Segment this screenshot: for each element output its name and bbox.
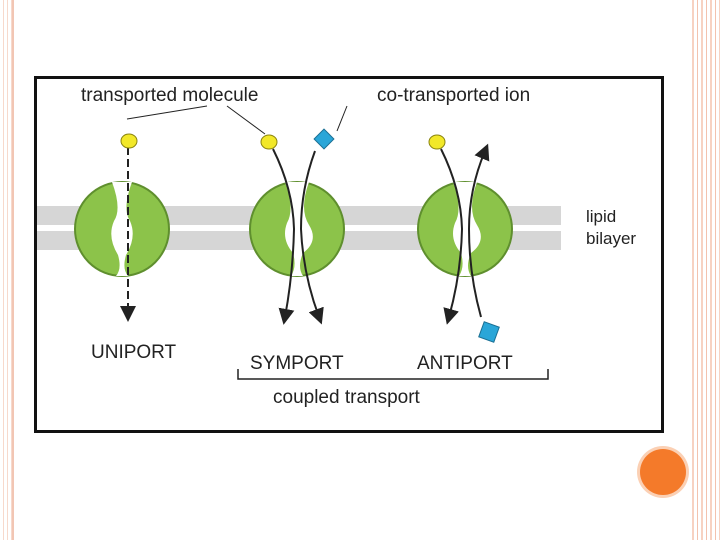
slide-left-border bbox=[0, 0, 14, 540]
molecule-symport bbox=[260, 134, 278, 150]
transport-diagram: transported molecule co-transported ion … bbox=[37, 85, 636, 408]
label-transported-molecule: transported molecule bbox=[81, 85, 258, 106]
ion-antiport bbox=[478, 321, 500, 343]
ion-symport bbox=[313, 128, 335, 150]
label-co-transported-ion: co-transported ion bbox=[377, 85, 530, 106]
slide-right-border bbox=[692, 0, 720, 540]
antiporter-protein bbox=[417, 181, 513, 277]
label-bilayer: bilayer bbox=[586, 229, 636, 248]
molecule-uniport bbox=[120, 133, 138, 149]
symporter-protein bbox=[249, 181, 345, 277]
symport-flow-arrows bbox=[272, 148, 324, 325]
label-uniport: UNIPORT bbox=[91, 342, 177, 363]
label-antiport: ANTIPORT bbox=[417, 353, 513, 374]
label-symport: SYMPORT bbox=[250, 353, 344, 374]
molecule-antiport bbox=[428, 134, 446, 150]
uniporter-protein bbox=[74, 181, 170, 277]
transport-diagram-frame: transported molecule co-transported ion … bbox=[34, 76, 664, 433]
antiport-flow-arrows bbox=[440, 143, 490, 325]
coupled-transport-bracket bbox=[237, 369, 549, 380]
label-coupled-transport: coupled transport bbox=[273, 387, 421, 408]
label-leader-lines bbox=[126, 105, 348, 135]
transported-molecule-markers bbox=[120, 133, 446, 150]
co-transported-ion-markers bbox=[313, 128, 500, 343]
decorative-orange-dot bbox=[640, 449, 686, 495]
label-lipid: lipid bbox=[586, 207, 616, 226]
